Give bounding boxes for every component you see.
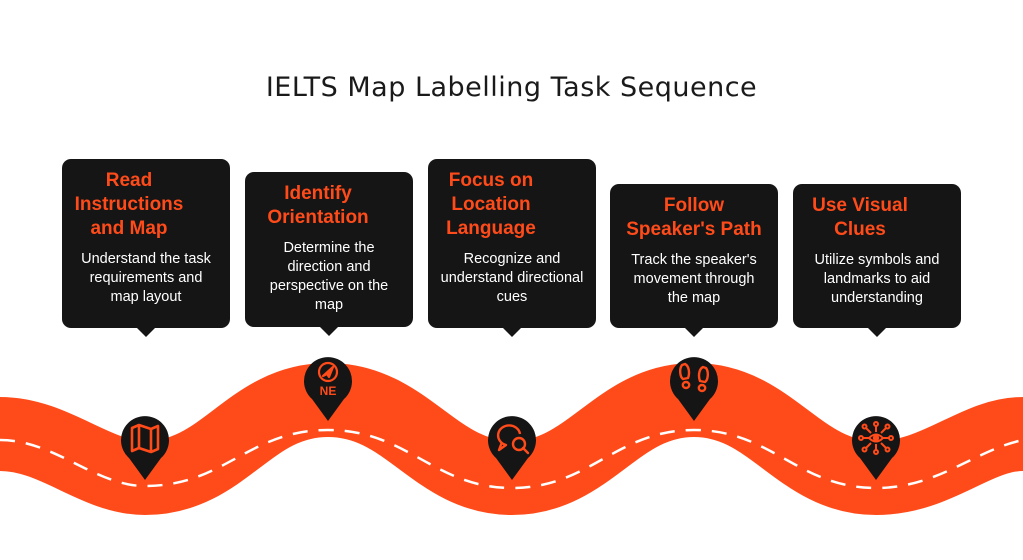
map-icon	[130, 423, 160, 454]
step-card-4: Follow Speaker's Path Track the speaker'…	[610, 184, 778, 337]
step-title: Follow Speaker's Path	[626, 195, 762, 240]
step-description: Determine the direction and perspective …	[269, 240, 389, 313]
page-title: IELTS Map Labelling Task Sequence	[265, 72, 758, 103]
step-title: Focus on Location Language	[446, 170, 536, 239]
map-pin-3	[488, 416, 536, 480]
compass-direction-label: NE	[320, 384, 337, 398]
map-pin-5	[852, 416, 900, 480]
step-title: Use Visual Clues	[812, 195, 908, 240]
step-description: Track the speaker's movement through the…	[631, 252, 757, 306]
network-eye-icon	[858, 421, 894, 455]
step-description: Recognize and understand directional cue…	[440, 251, 584, 305]
step-title: Read Instructions and Map	[74, 170, 184, 239]
step-description: Understand the task requirements and map…	[81, 251, 211, 305]
step-card-5: Use Visual Clues Utilize symbols and lan…	[793, 184, 961, 337]
step-card-2: Identify Orientation Determine the direc…	[245, 172, 413, 336]
map-pin-2: NE	[304, 357, 352, 421]
compass-icon	[317, 361, 339, 383]
step-card-1: Read Instructions and Map Understand the…	[62, 159, 230, 337]
road-center-line	[0, 428, 1023, 490]
speech-search-icon	[496, 424, 530, 455]
step-title: Identify Orientation	[267, 183, 369, 228]
step-description: Utilize symbols and landmarks to aid und…	[814, 252, 940, 306]
footprints-icon	[679, 362, 709, 393]
map-pin-1	[121, 416, 169, 480]
map-pin-4	[670, 357, 718, 421]
step-card-3: Focus on Location Language Recognize and…	[428, 159, 596, 337]
